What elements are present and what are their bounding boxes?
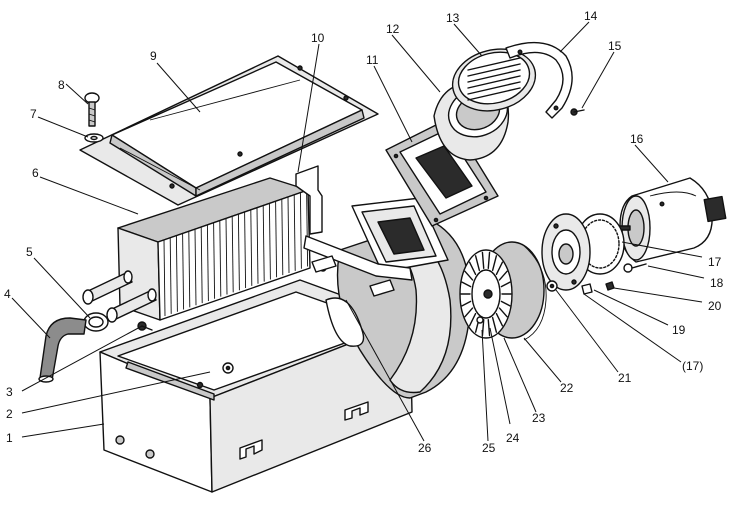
part-label-16: 16 bbox=[630, 132, 644, 146]
part-label-5: 5 bbox=[26, 245, 33, 259]
impeller-blade bbox=[491, 316, 498, 333]
part-label-7: 7 bbox=[30, 107, 37, 121]
radiator-fin bbox=[200, 227, 203, 304]
mounting-bracket bbox=[295, 165, 413, 297]
radiator-fin bbox=[163, 239, 166, 317]
part-label-26: 26 bbox=[418, 441, 432, 455]
shaft-nut bbox=[546, 280, 558, 292]
radiator-fin bbox=[231, 216, 234, 293]
impeller-blade bbox=[468, 261, 477, 276]
grille-slat bbox=[467, 57, 521, 71]
impeller-blade bbox=[474, 255, 481, 272]
radiator-fin bbox=[194, 229, 197, 306]
impeller-blade bbox=[468, 312, 477, 327]
part-label-2: 2 bbox=[6, 407, 13, 421]
part-label-19: 19 bbox=[672, 323, 686, 337]
radiator-fin bbox=[244, 212, 247, 289]
inlet-pipes bbox=[82, 270, 157, 323]
radiator-fin bbox=[262, 205, 265, 282]
part-label-3: 3 bbox=[6, 385, 13, 399]
impeller-blade bbox=[498, 270, 508, 281]
impeller-blade bbox=[487, 319, 491, 337]
radiator-fin bbox=[169, 237, 172, 314]
lid-cover bbox=[79, 55, 379, 206]
radiator-fin bbox=[299, 192, 302, 269]
screw bbox=[84, 92, 100, 127]
part-label-1: 1 bbox=[6, 431, 13, 445]
part-label-9: 9 bbox=[150, 49, 157, 63]
part-label-24: 24 bbox=[506, 431, 520, 445]
part-label-23: 23 bbox=[532, 411, 546, 425]
radiator-fin bbox=[175, 235, 178, 312]
hex-nut bbox=[581, 281, 615, 295]
part-label-14: 14 bbox=[584, 9, 598, 23]
rubber-hose bbox=[38, 317, 87, 383]
part-label-10: 10 bbox=[311, 31, 325, 45]
motor-bolt bbox=[623, 263, 647, 273]
impeller-blade bbox=[461, 281, 472, 288]
radiator-fin bbox=[213, 222, 216, 299]
impeller-blade bbox=[495, 261, 504, 276]
radiator-fin bbox=[256, 207, 259, 284]
radiator-fin bbox=[237, 214, 240, 291]
radiator-fin bbox=[182, 233, 185, 310]
impeller-blade bbox=[491, 255, 498, 272]
impeller-blade bbox=[500, 281, 511, 288]
part-label-12: 12 bbox=[386, 22, 400, 36]
part-label-13: 13 bbox=[446, 11, 460, 25]
leader-lines bbox=[11, 21, 705, 442]
impeller-blade bbox=[461, 300, 472, 307]
part-label-11: 11 bbox=[366, 53, 379, 67]
motor-mounting-plate bbox=[541, 213, 591, 291]
impeller-wheel bbox=[459, 241, 547, 341]
radiator-fin bbox=[206, 224, 209, 301]
blower-motor bbox=[617, 177, 727, 263]
vent-grille bbox=[451, 48, 537, 112]
grille-slat bbox=[467, 75, 521, 89]
washer bbox=[84, 133, 104, 143]
impeller-blade bbox=[481, 251, 485, 269]
part-label-21: 21 bbox=[618, 371, 632, 385]
part-label-20: 20 bbox=[708, 299, 722, 313]
radiator-fin bbox=[287, 196, 290, 274]
impeller-blade bbox=[487, 251, 491, 269]
radiator-fin bbox=[281, 199, 284, 276]
part-label-22: 22 bbox=[560, 381, 574, 395]
part-label-17b: (17) bbox=[682, 359, 703, 373]
grille-slat bbox=[467, 63, 521, 77]
part-number-labels: 1 2 3 4 5 6 7 8 9 10 11 12 13 14 15 16 1… bbox=[4, 9, 724, 455]
part-label-18: 18 bbox=[710, 276, 724, 290]
grille-slat bbox=[467, 69, 521, 83]
impeller-blade bbox=[498, 307, 508, 318]
part-label-25: 25 bbox=[482, 441, 496, 455]
radiator-fin bbox=[268, 203, 271, 280]
radiator-fin bbox=[188, 231, 191, 308]
impeller-blade bbox=[464, 270, 474, 281]
impeller-blade bbox=[500, 300, 511, 307]
blower-scroll bbox=[325, 197, 471, 399]
part-label-17: 17 bbox=[708, 255, 722, 269]
part-label-8: 8 bbox=[58, 78, 65, 92]
radiator-fin bbox=[275, 201, 278, 278]
radiator-fin bbox=[250, 209, 253, 286]
part-label-15: 15 bbox=[608, 39, 622, 53]
impeller-blade bbox=[495, 312, 504, 327]
grille-slat bbox=[467, 87, 521, 101]
grille-slat bbox=[467, 81, 521, 95]
radiator-fin bbox=[225, 218, 228, 295]
duct-flange bbox=[385, 117, 499, 227]
clamp-screw bbox=[570, 108, 585, 116]
radiator-fin bbox=[219, 220, 222, 297]
radiator-fin bbox=[293, 194, 296, 271]
part-label-6: 6 bbox=[32, 166, 39, 180]
impeller-blade bbox=[464, 307, 474, 318]
part-label-4: 4 bbox=[4, 287, 11, 301]
clamp-ring bbox=[505, 41, 573, 119]
radiator-fin bbox=[306, 190, 309, 267]
